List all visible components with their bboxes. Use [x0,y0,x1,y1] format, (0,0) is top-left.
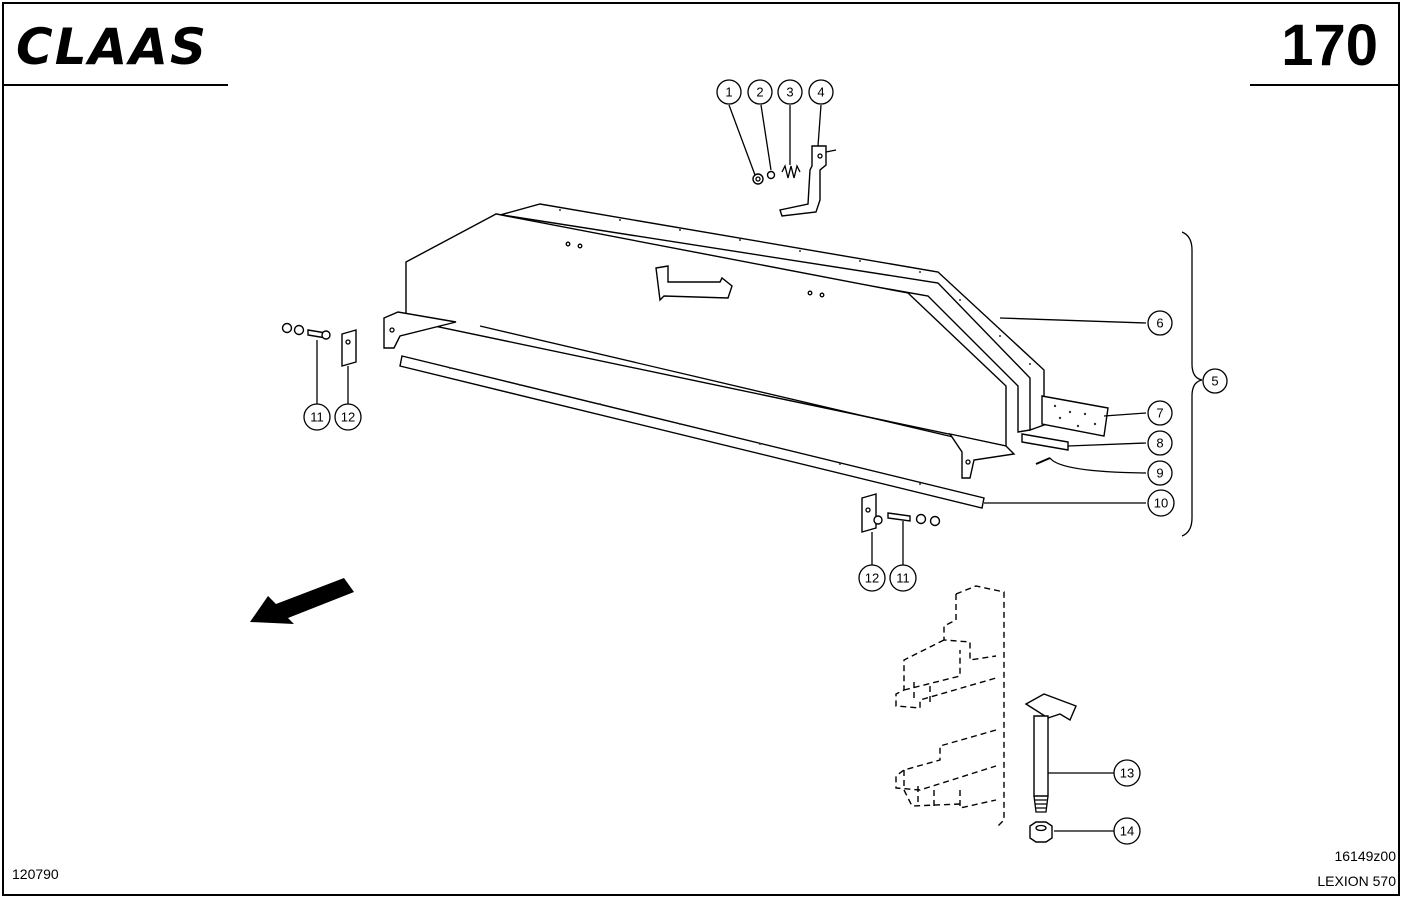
callout-label-1: 1 [725,85,732,100]
callout-label-6: 6 [1156,316,1163,331]
callout-label-7: 7 [1156,406,1163,421]
callout-12-right: 12 [858,564,886,592]
page-number: 170 [1281,13,1378,78]
callout-label-12-left: 12 [341,410,355,425]
part-3-spring [781,164,801,179]
callout-6: 6 [1147,310,1173,336]
part-9-rivet [1035,457,1051,465]
machine-frame-dashed [895,585,1005,829]
callout-5: 5 [1202,368,1228,394]
leader-8 [1067,442,1147,447]
callout-label-12-right: 12 [865,571,879,586]
header-rule-left [4,84,228,86]
callout-7: 7 [1147,400,1173,426]
model-name: LEXION 570 [1317,873,1396,889]
callout-label-8: 8 [1156,436,1163,451]
left-fastener-group [281,322,357,367]
part-13-bolt [1024,693,1077,813]
callout-11-left: 11 [303,403,331,431]
seal-strip-texture [559,209,1031,365]
leader-7 [1103,412,1147,417]
callout-13: 13 [1113,759,1141,787]
callout-2: 2 [747,79,773,105]
callout-11-right: 11 [889,564,917,592]
date-code: 120790 [12,866,59,882]
part-10-seal-rod [399,355,985,509]
callout-8: 8 [1147,430,1173,456]
part-14-nut [1029,821,1053,843]
cover-left-bracket [383,311,457,349]
callout-12-left: 12 [334,403,362,431]
right-fastener-group [861,493,941,533]
callout-label-11-right: 11 [896,571,910,586]
leader-1 [728,104,756,176]
part-1-nut [752,173,764,185]
callout-label-2: 2 [756,85,763,100]
callout-4: 4 [808,79,834,105]
callout-label-4: 4 [817,85,824,100]
part-8-flat-bar [1021,433,1069,451]
callout-label-11-left: 11 [310,410,324,425]
drawing-code: 16149z00 [1334,848,1396,864]
leader-6 [999,317,1147,324]
cover-right-bracket [948,432,1016,479]
part-4-bracket [779,145,837,217]
callout-label-5: 5 [1211,374,1218,389]
part-7-foam-strip [1041,395,1109,437]
callout-9: 9 [1147,460,1173,486]
callout-label-14: 14 [1120,824,1134,839]
leader-9 [1049,457,1147,474]
callout-1: 1 [716,79,742,105]
leader-4 [817,104,822,147]
leader-2 [760,104,772,171]
callout-10: 10 [1147,489,1175,517]
part-2-washer [766,170,776,180]
callout-label-10: 10 [1154,496,1168,511]
callout-label-13: 13 [1120,766,1134,781]
claas-logo: CLAAS [16,18,208,70]
callout-3: 3 [777,79,803,105]
callout-14: 14 [1113,817,1141,845]
cover-panel [405,203,1045,449]
callout-label-9: 9 [1156,466,1163,481]
direction-arrow-icon [250,578,354,624]
header-rule-right [1250,84,1398,86]
logo-text: CLAAS [16,18,208,70]
callout-label-3: 3 [786,85,793,100]
group-brace-5 [1181,231,1203,537]
